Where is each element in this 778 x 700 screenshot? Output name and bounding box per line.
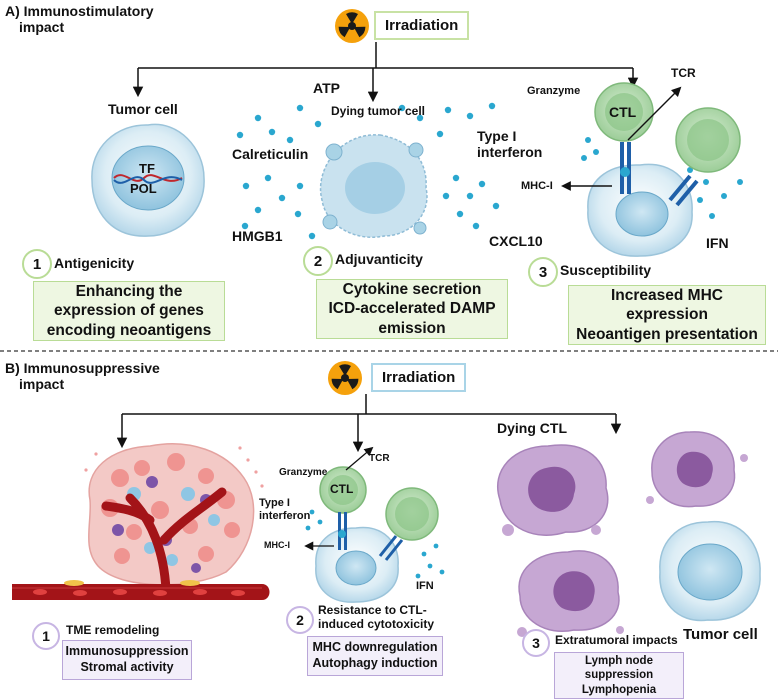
step-desc-b1-line1: Immunosuppression bbox=[65, 644, 189, 659]
type1-ifn-line2-a: interferon bbox=[477, 144, 543, 161]
step-desc-b1-line2: Stromal activity bbox=[80, 660, 174, 674]
step-number-a1: 1 bbox=[22, 249, 52, 279]
step-desc-a2-line1: Cytokine secretion bbox=[342, 280, 482, 298]
mhc-label-b: MHC-I bbox=[264, 540, 290, 550]
step-title-b1: TME remodeling bbox=[66, 623, 160, 638]
step-box-b2: MHC downregulation Autophagy induction bbox=[307, 636, 443, 676]
blood-vessel bbox=[12, 580, 270, 600]
step-box-b3: Lymph node suppression Lymphopenia bbox=[554, 652, 684, 699]
tme-tumor-mass bbox=[84, 443, 264, 595]
ctl-label-a: CTL bbox=[609, 104, 637, 120]
tcr-label-a: TCR bbox=[671, 66, 696, 80]
step-desc-b2-line2: Autophagy induction bbox=[312, 656, 438, 670]
tumor-cell-label-a: Tumor cell bbox=[108, 101, 178, 117]
ctl-complex-b bbox=[315, 466, 439, 603]
ifn-dots-b bbox=[305, 509, 445, 579]
panel-b-title-line2: impact bbox=[19, 376, 65, 393]
ctl-arrows-b bbox=[304, 446, 374, 551]
panel-a-title-line2: impact bbox=[19, 19, 65, 36]
tumor-cell-label-b: Tumor cell bbox=[683, 626, 758, 643]
step-title-b3-line1: Extratumoral impacts bbox=[555, 633, 678, 647]
panel-a-title: A) Immunostimulatory impact bbox=[5, 3, 154, 35]
dying-ctl-label: Dying CTL bbox=[497, 420, 567, 436]
tumor-cell-a bbox=[91, 123, 205, 237]
radiation-icon-b bbox=[328, 361, 362, 395]
step-title-b2-line2: induced cytotoxicity bbox=[318, 616, 435, 631]
step-number-b2: 2 bbox=[286, 606, 314, 634]
step-desc-a1-line3: encoding neoantigens bbox=[46, 321, 212, 339]
ctl-complex-a bbox=[587, 82, 741, 257]
cxcl10-label: CXCL10 bbox=[489, 233, 543, 249]
ifn-label-a: IFN bbox=[706, 235, 729, 251]
granzyme-label-b: Granzyme bbox=[279, 467, 328, 478]
step-title-a1: Antigenicity bbox=[54, 255, 135, 271]
tf-label: TF bbox=[139, 161, 155, 176]
step-box-a2: Cytokine secretion ICD-accelerated DAMP … bbox=[316, 279, 508, 339]
step-desc-b3-line2: suppression bbox=[584, 669, 654, 682]
dying-tumor-cell-a bbox=[319, 134, 428, 238]
step-desc-a3-line3: Neoantigen presentation bbox=[576, 325, 758, 343]
granzyme-label-a: Granzyme bbox=[527, 85, 581, 97]
tcr-label-b: TCR bbox=[369, 453, 390, 464]
pol-label: POL bbox=[130, 181, 157, 196]
type1-ifn-label-a: Type I interferon bbox=[477, 128, 542, 160]
irradiation-label-b: Irradiation bbox=[371, 363, 467, 392]
step-title-b2: Resistance to CTL- induced cytotoxicity bbox=[318, 603, 435, 632]
atp-label: ATP bbox=[313, 80, 340, 96]
step-title-b2-line1: Resistance to CTL- bbox=[318, 603, 427, 617]
ctl-label-b: CTL bbox=[330, 482, 354, 496]
step-desc-b3-line3: Lymphopenia bbox=[581, 683, 657, 696]
step-box-b1: Immunosuppression Stromal activity bbox=[62, 640, 192, 680]
radiation-icon-a bbox=[335, 9, 369, 43]
type1-ifn-line1-b: Type I bbox=[259, 497, 290, 509]
step-title-b1-line1: TME remodeling bbox=[66, 623, 160, 637]
calreticulin-label: Calreticulin bbox=[232, 146, 309, 162]
step-title-b3: Extratumoral impacts bbox=[555, 633, 678, 648]
damp-dots-a bbox=[236, 102, 743, 240]
mhc-label-a: MHC-I bbox=[521, 180, 553, 192]
panel-b-title-line1: B) Immunosuppressive bbox=[5, 360, 160, 376]
ctl-arrows-a bbox=[561, 86, 682, 191]
step-desc-a2-line3: emission bbox=[378, 319, 446, 337]
panel-b-title: B) Immunosuppressive impact bbox=[5, 360, 160, 392]
step-title-a2: Adjuvanticity bbox=[335, 251, 423, 267]
arrows-a bbox=[132, 42, 639, 103]
arrows-b bbox=[116, 394, 622, 453]
type1-ifn-label-b: Type I interferon bbox=[259, 497, 310, 522]
step-box-a1: Enhancing the expression of genes encodi… bbox=[33, 281, 225, 341]
dying-tumor-cell-label: Dying tumor cell bbox=[331, 104, 426, 118]
step-desc-a3-line2: expression bbox=[626, 306, 708, 324]
tumor-cell-b bbox=[659, 520, 761, 622]
step-title-a3: Susceptibility bbox=[560, 262, 652, 278]
step-number-b1: 1 bbox=[32, 622, 60, 650]
step-desc-b3-line1: Lymph node bbox=[585, 654, 653, 667]
ifn-label-b: IFN bbox=[416, 580, 434, 592]
step-number-a2: 2 bbox=[303, 246, 333, 276]
type1-ifn-line1-a: Type I bbox=[477, 128, 517, 144]
step-desc-a2-line2: ICD-accelerated DAMP bbox=[328, 300, 496, 318]
step-number-a3: 3 bbox=[528, 257, 558, 287]
hmgb1-label: HMGB1 bbox=[232, 228, 283, 244]
step-number-b3: 3 bbox=[522, 629, 550, 657]
dying-ctl-cells bbox=[497, 431, 748, 637]
step-desc-a3-line1: Increased MHC bbox=[611, 286, 723, 304]
panel-a-title-line1: A) Immunostimulatory bbox=[5, 3, 154, 19]
step-box-a3: Increased MHC expression Neoantigen pres… bbox=[568, 285, 766, 345]
step-desc-a1-line2: expression of genes bbox=[54, 302, 204, 320]
step-desc-a1-line1: Enhancing the bbox=[75, 282, 183, 300]
irradiation-label-a: Irradiation bbox=[374, 11, 470, 40]
step-desc-b2-line1: MHC downregulation bbox=[312, 640, 438, 655]
type1-ifn-line2-b: interferon bbox=[259, 509, 311, 522]
